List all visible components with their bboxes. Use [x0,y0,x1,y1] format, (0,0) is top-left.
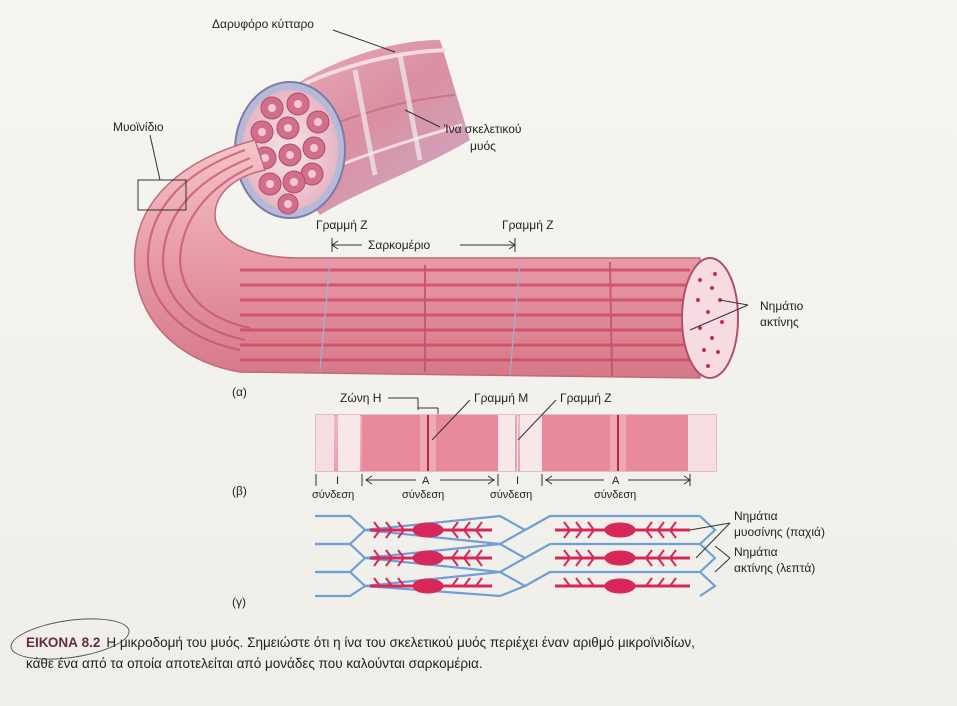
caption-text-line-2: κάθε ένα από τα οποία αποτελείται από μο… [26,653,936,674]
i-band-label-2: I [516,475,519,487]
m-line-label: Γραμμή Μ [474,391,528,405]
figure-caption: ΕΙΚΟΝΑ 8.2 Η μικροδομή του μυός. Σημειώστ… [26,632,936,674]
actin-filament-label-2: ακτίνης [760,315,799,329]
z-line-b-label: Γραμμή Z [560,391,612,405]
myofibril-label: Μυοϊνίδιο [113,120,164,134]
z-line-right-label: Γραμμή Z [502,218,554,232]
myosin-label-1: Νημάτια [734,509,778,523]
sarcomere-label: Σαρκομέριο [368,238,430,252]
part-c-label: (γ) [232,595,246,609]
muscle-bundle [235,40,470,218]
caption-text-line-1: Η μικροδομή του μυός. Σημειώστε ότι η ίν… [106,635,694,650]
syndesi-label-4: σύνδεση [594,489,636,501]
syndesi-label-3: σύνδεση [490,489,532,501]
skeletal-fiber-label-1: Ίνα σκελετικού [443,122,521,136]
actin-filament-label-1: Νημάτιο [760,299,804,313]
actin-thin-label-2: ακτίνης (λεπτά) [734,561,815,575]
z-line-left-label: Γραμμή Z [316,218,368,232]
doryphore-cell-label: Δαρυφόρο κύτταρο [212,17,314,31]
i-band-label-1: I [336,475,339,487]
syndesi-label-1: σύνδεση [312,489,354,501]
caption-tag: ΕΙΚΟΝΑ 8.2 [26,635,100,650]
myosin-label-2: μυοσίνης (παχιά) [734,525,825,539]
part-b-label: (β) [232,484,247,498]
part-a-label: (α) [232,385,247,399]
a-band-label-2: A [612,475,620,487]
h-zone-label: Ζώνη Η [340,391,381,405]
actin-thin-label-1: Νημάτια [734,545,778,559]
filament-lattice [315,516,730,596]
syndesi-label-2: σύνδεση [402,489,444,501]
myofibril-curved [135,140,738,378]
caption-line-1: ΕΙΚΟΝΑ 8.2 Η μικροδομή του μυός. Σημειώστ… [26,632,936,653]
sarcomere-band-strip [316,415,716,471]
a-band-label-1: A [422,475,430,487]
skeletal-fiber-label-2: μυός [470,139,496,153]
